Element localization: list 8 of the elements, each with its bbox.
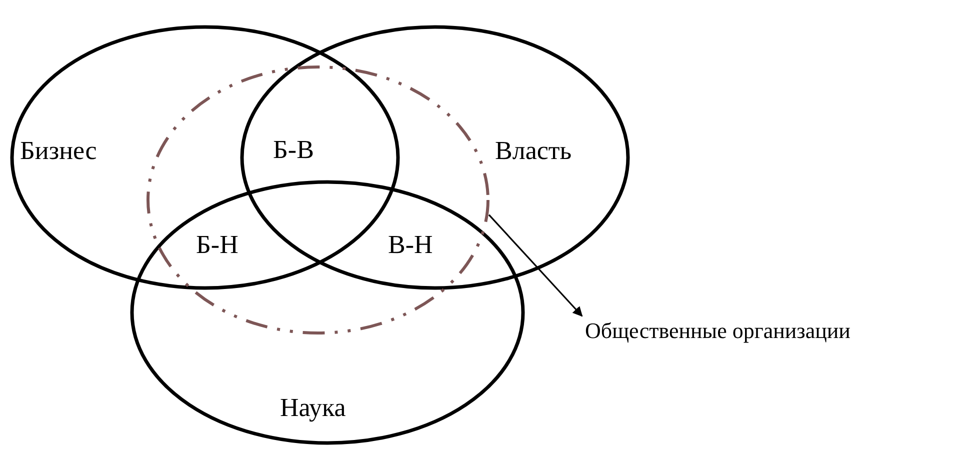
leader-arrow — [488, 214, 583, 317]
set-label: Наука — [280, 392, 346, 424]
intersection-label: В-Н — [388, 229, 433, 260]
intersection-label: Б-Н — [196, 229, 238, 260]
set-label: Власть — [495, 135, 572, 166]
intersection-label: Б-В — [273, 134, 314, 166]
set-label: Бизнес — [20, 135, 97, 166]
node-label: Общественные организации — [585, 318, 850, 344]
